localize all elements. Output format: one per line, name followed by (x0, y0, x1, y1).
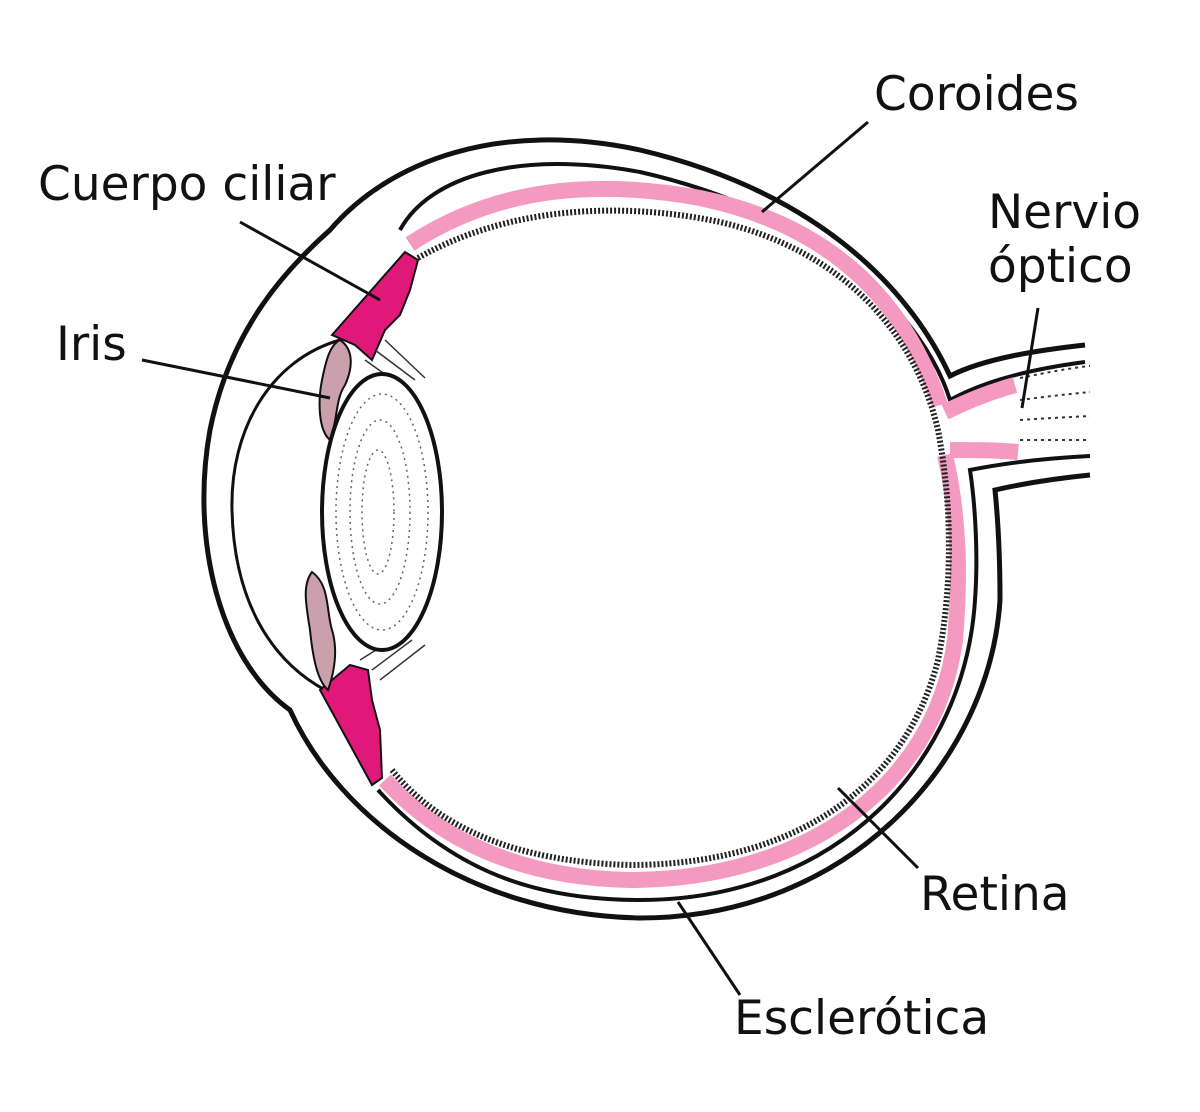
lens-inner-ring-2 (349, 419, 411, 605)
lens-inner-ring-1 (335, 393, 429, 631)
label-nervio-line2: óptico (988, 239, 1133, 295)
anterior-chamber-outline (230, 338, 341, 692)
label-esclerotica: Esclerótica (734, 991, 990, 1046)
leader-coroides (761, 120, 869, 214)
label-nervio-optico: Nervio óptico (988, 185, 1142, 295)
leader-cuerpo-ciliar (239, 220, 381, 302)
optic-nerve-dotted-fibers (1019, 365, 1091, 442)
ciliary-body-upper (330, 250, 420, 362)
optic-nerve-upper-fiber (941, 377, 1018, 420)
retina-inner-edge (389, 207, 952, 869)
leader-nervio-optico (1020, 307, 1040, 409)
ciliary-body-lower (318, 663, 384, 787)
label-cuerpo-ciliar: Cuerpo ciliar (38, 157, 336, 212)
label-nervio-line1: Nervio (988, 185, 1142, 240)
sclera-inner-outline (376, 162, 1091, 903)
iris-lower (304, 570, 337, 692)
leader-esclerotica (676, 901, 742, 996)
leader-retina (836, 786, 920, 870)
sclera-outer-outline (201, 137, 1091, 921)
leader-iris (141, 358, 331, 400)
label-coroides: Coroides (874, 67, 1079, 122)
choroid-band (379, 180, 966, 889)
label-retina: Retina (920, 867, 1070, 922)
lens-inner-ring-3 (361, 449, 395, 575)
label-iris: Iris (56, 317, 127, 372)
optic-nerve-lower-fiber (949, 442, 1019, 460)
lens (320, 372, 444, 652)
